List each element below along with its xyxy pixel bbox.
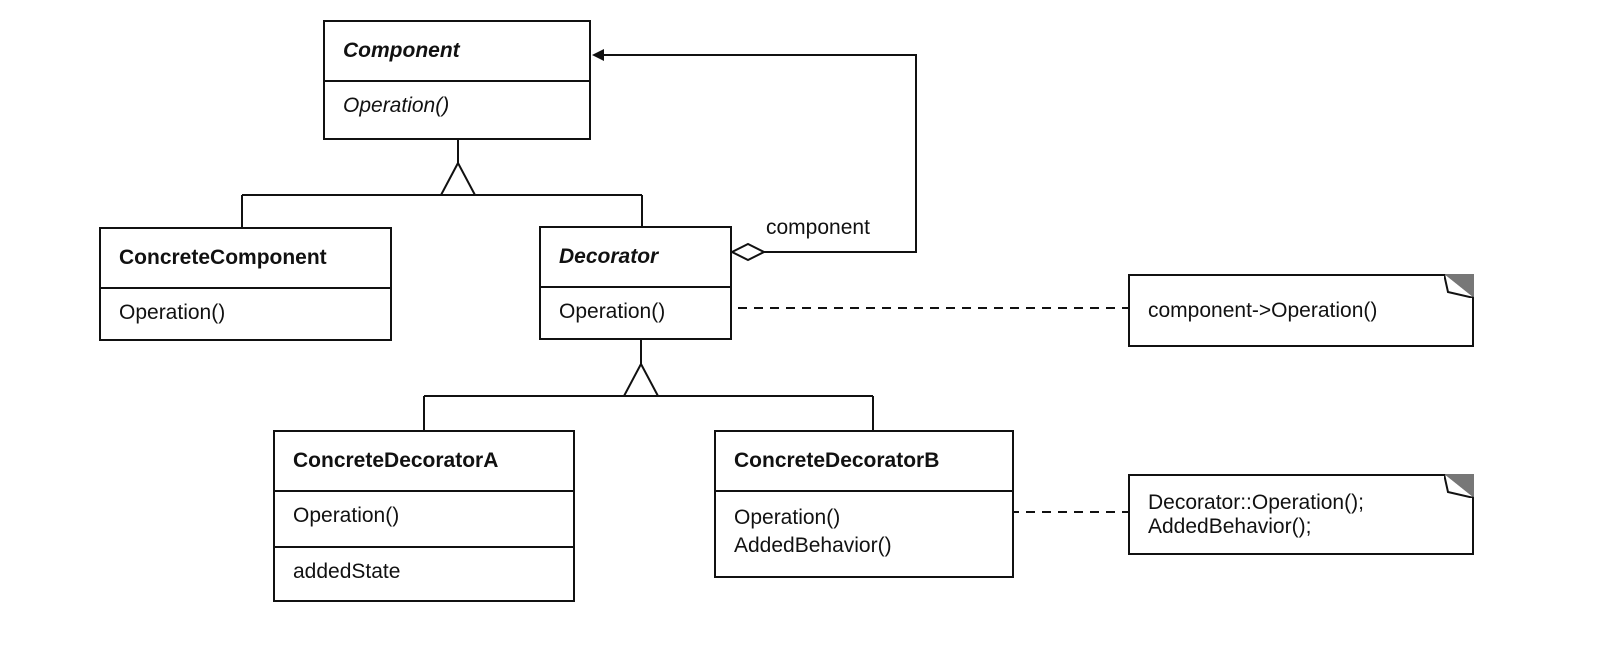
class-operations: Operation() xyxy=(275,490,573,546)
class-name: ConcreteComponent xyxy=(119,246,327,269)
class-name: Component xyxy=(343,39,460,62)
class-name: ConcreteDecoratorB xyxy=(734,449,940,472)
aggregation-line xyxy=(592,49,917,253)
class-concrete-component: ConcreteComponent Operation() xyxy=(99,227,392,341)
operation: AddedBehavior() xyxy=(734,534,892,557)
class-name: ConcreteDecoratorA xyxy=(293,449,499,472)
operation: Operation() xyxy=(734,506,841,529)
class-concrete-decorator-a: ConcreteDecoratorA Operation() addedStat… xyxy=(273,430,575,602)
note-line: AddedBehavior(); xyxy=(1148,514,1312,538)
attribute: addedState xyxy=(293,560,401,583)
note-fold-icon xyxy=(1444,474,1474,498)
aggregation-diamond xyxy=(729,242,767,262)
class-concrete-decorator-b: ConcreteDecoratorB Operation() AddedBeha… xyxy=(714,430,1014,578)
operation: Operation() xyxy=(119,301,226,324)
note-line: component->Operation() xyxy=(1148,298,1378,322)
note-line: Decorator::Operation(); xyxy=(1148,490,1364,514)
class-component: Component Operation() xyxy=(323,20,591,140)
class-operations: Operation() xyxy=(325,80,589,130)
class-decorator: Decorator Operation() xyxy=(539,226,732,340)
class-name: Decorator xyxy=(559,245,659,268)
operation: Operation() xyxy=(343,94,450,117)
class-operations: Operation() AddedBehavior() xyxy=(716,490,1012,570)
operation: Operation() xyxy=(293,504,400,527)
class-operations: Operation() xyxy=(101,287,390,337)
note-concrete-decorator-b-operation: Decorator::Operation(); AddedBehavior(); xyxy=(1128,474,1474,555)
association-role-label: component xyxy=(766,216,870,239)
inheritance-triangle-component xyxy=(439,160,477,196)
class-attributes: addedState xyxy=(275,546,573,596)
operation: Operation() xyxy=(559,300,666,323)
inheritance-triangle-decorator xyxy=(622,361,660,397)
class-operations: Operation() xyxy=(541,286,730,336)
note-decorator-operation: component->Operation() xyxy=(1128,274,1474,347)
note-fold-icon xyxy=(1444,274,1474,298)
